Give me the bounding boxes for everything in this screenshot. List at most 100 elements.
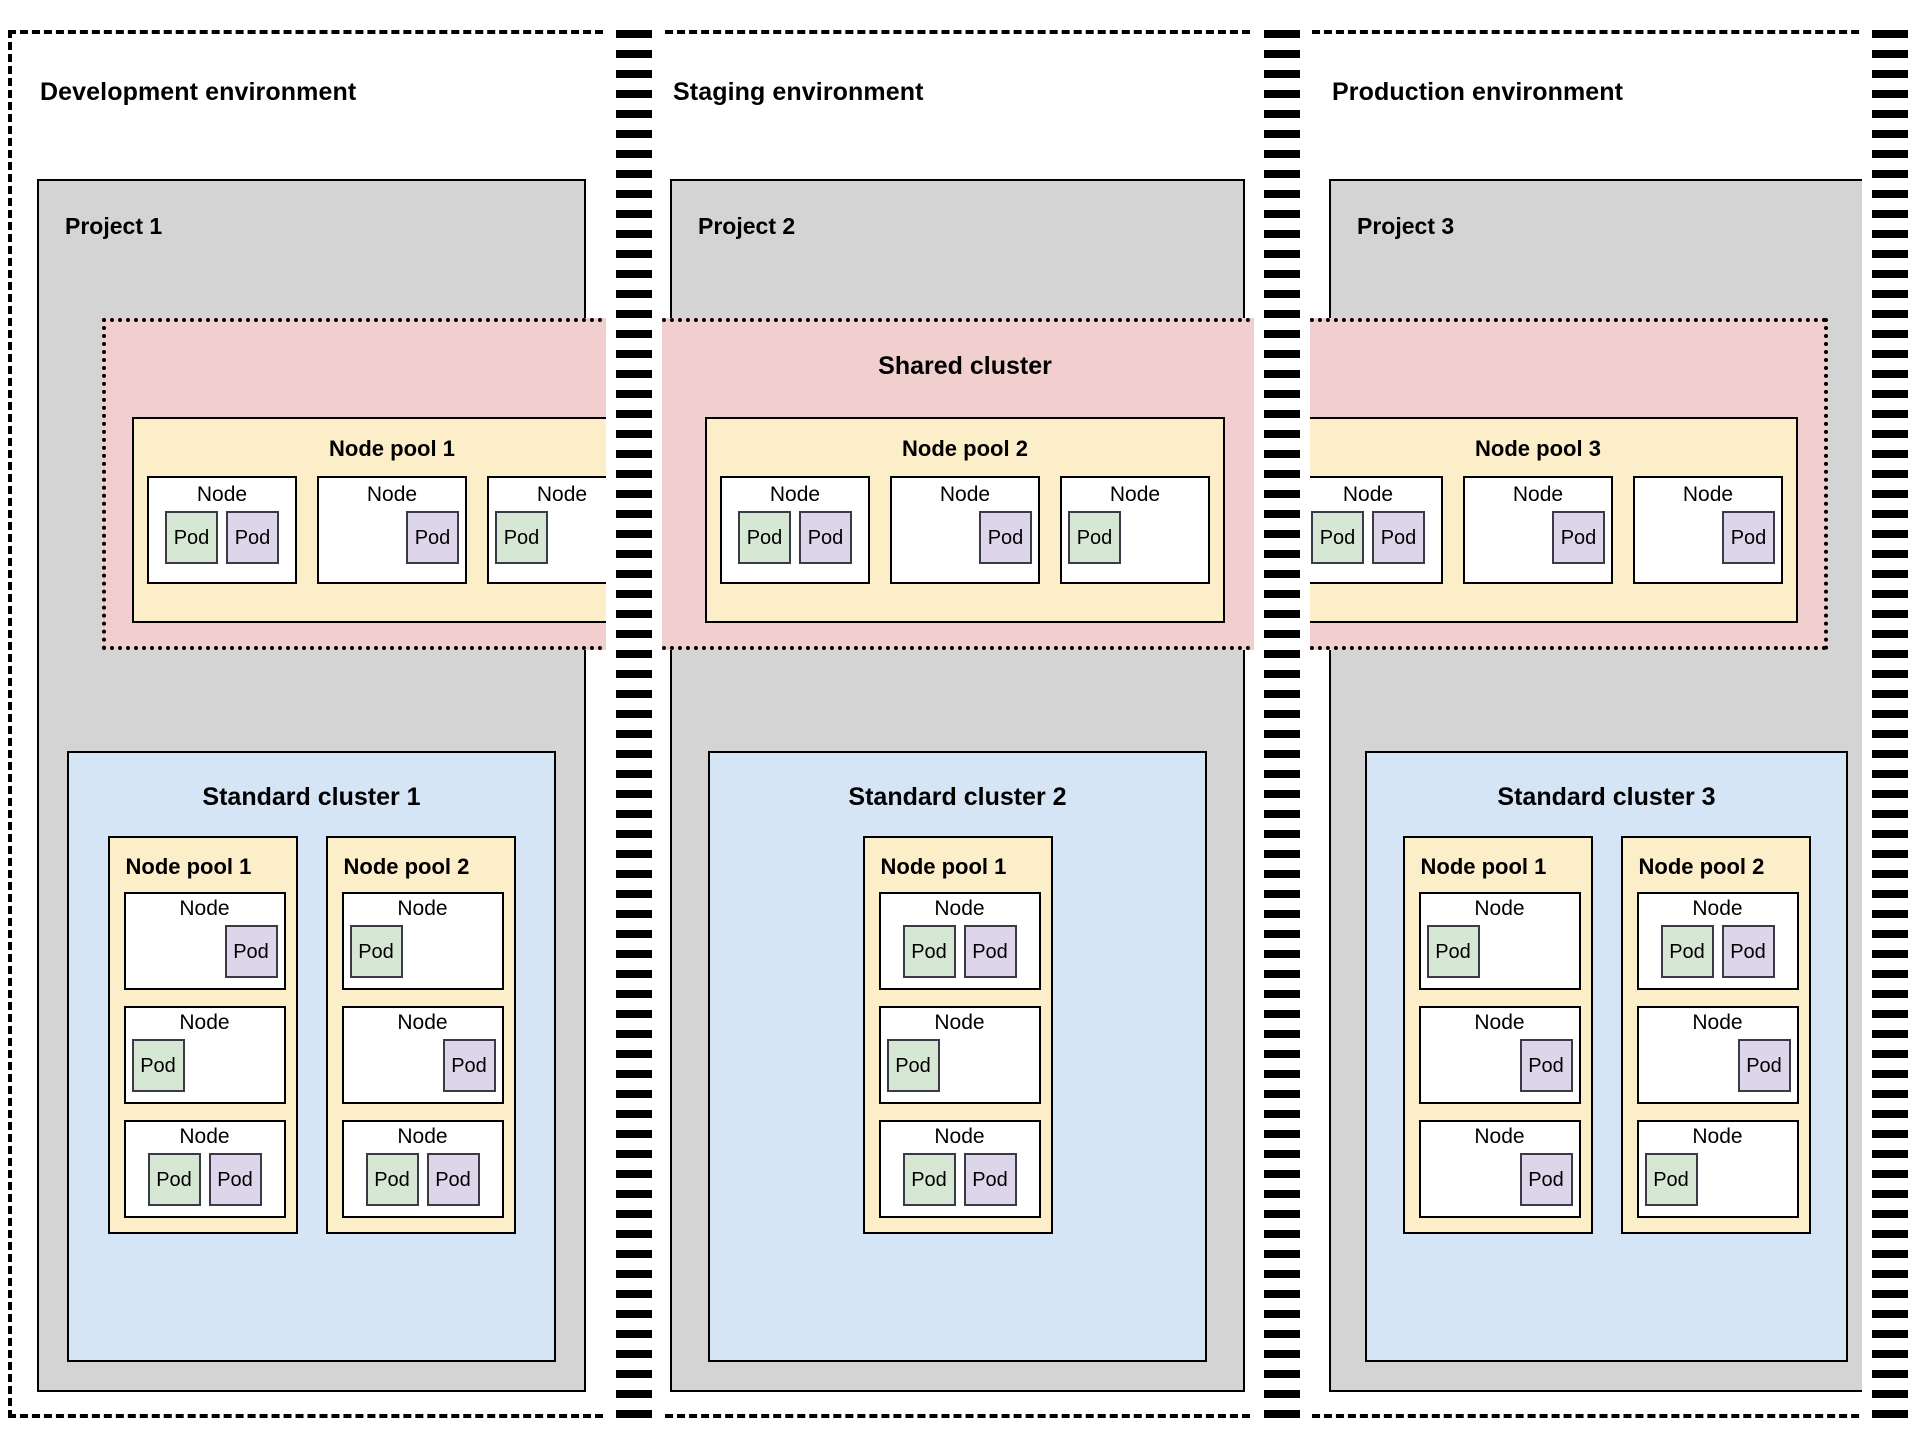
pod-purple[interactable]: Pod (1519, 1039, 1573, 1092)
pod-purple[interactable]: Pod (963, 1153, 1017, 1206)
node-label: Node (1474, 1125, 1525, 1148)
node-label: Node (1512, 483, 1564, 506)
environment-staging: Staging environment Project 2 Standard c… (641, 30, 1274, 1418)
pod-green[interactable]: Pod (349, 925, 403, 978)
project-title: Project 3 (1357, 213, 1455, 239)
pod-list: Pod (131, 1039, 278, 1092)
hatch-pattern (1876, 30, 1904, 1418)
pod-purple[interactable]: Pod (1737, 1039, 1791, 1092)
hatch-dotline-left (1264, 30, 1268, 1418)
pod-green[interactable]: Pod (1644, 1153, 1698, 1206)
node-label: Node (1342, 483, 1394, 506)
node-label: Node (1692, 1125, 1743, 1148)
node-label: Node (939, 483, 991, 506)
pod-purple[interactable]: Pod (426, 1153, 480, 1206)
pod-purple[interactable]: Pod (1372, 511, 1425, 564)
pod-green[interactable]: Pod (902, 1153, 956, 1206)
node-pool-title: Node pool 2 (902, 436, 1028, 461)
node-label: Node (1474, 897, 1525, 920)
pod-purple[interactable]: Pod (226, 511, 279, 564)
pod-green[interactable]: Pod (365, 1153, 419, 1206)
environment-title: Development environment (40, 78, 357, 106)
node-pool-title: Node pool 1 (880, 854, 1007, 879)
environment-development: Development environment Project 1 Standa… (8, 30, 615, 1418)
pod-list: Pod (1471, 511, 1605, 564)
node-label: Node (1692, 1011, 1743, 1034)
pod-green[interactable]: Pod (131, 1039, 185, 1092)
pod-purple[interactable]: Pod (1552, 511, 1605, 564)
pod-green[interactable]: Pod (165, 511, 218, 564)
pod-green[interactable]: Pod (1426, 925, 1480, 978)
pod-purple[interactable]: Pod (799, 511, 852, 564)
pod-green[interactable]: Pod (738, 511, 791, 564)
pod-purple[interactable]: Pod (963, 925, 1017, 978)
pod-green[interactable]: Pod (495, 511, 548, 564)
pod-list: Pod (1641, 511, 1775, 564)
hatch-dotline-left (1872, 30, 1876, 1418)
pod-purple[interactable]: Pod (1722, 511, 1775, 564)
node-pool-title: Node pool 3 (1475, 436, 1601, 461)
node-pool-title: Node pool 2 (1638, 854, 1765, 879)
pod-purple[interactable]: Pod (979, 511, 1032, 564)
pod-green[interactable]: Pod (886, 1039, 940, 1092)
pod-purple[interactable]: Pod (1721, 925, 1775, 978)
standard-cluster-title: Standard cluster 2 (848, 783, 1067, 811)
node-label: Node (1109, 483, 1161, 506)
pod-green[interactable]: Pod (147, 1153, 201, 1206)
pod-green[interactable]: Pod (1311, 511, 1364, 564)
pod-list: Pod (886, 1039, 1033, 1092)
pod-purple[interactable]: Pod (1519, 1153, 1573, 1206)
pod-list: Pod (898, 511, 1032, 564)
pod-purple[interactable]: Pod (442, 1039, 496, 1092)
pod-green[interactable]: Pod (902, 925, 956, 978)
standard-cluster-title: Standard cluster 1 (202, 783, 421, 811)
node-label: Node (366, 483, 418, 506)
pod-purple[interactable]: Pod (406, 511, 459, 564)
pod-purple[interactable]: Pod (224, 925, 278, 978)
pod-green[interactable]: Pod (1068, 511, 1121, 564)
pod-purple[interactable]: Pod (208, 1153, 262, 1206)
pod-green[interactable]: Pod (1660, 925, 1714, 978)
hatch-pattern (620, 30, 648, 1418)
